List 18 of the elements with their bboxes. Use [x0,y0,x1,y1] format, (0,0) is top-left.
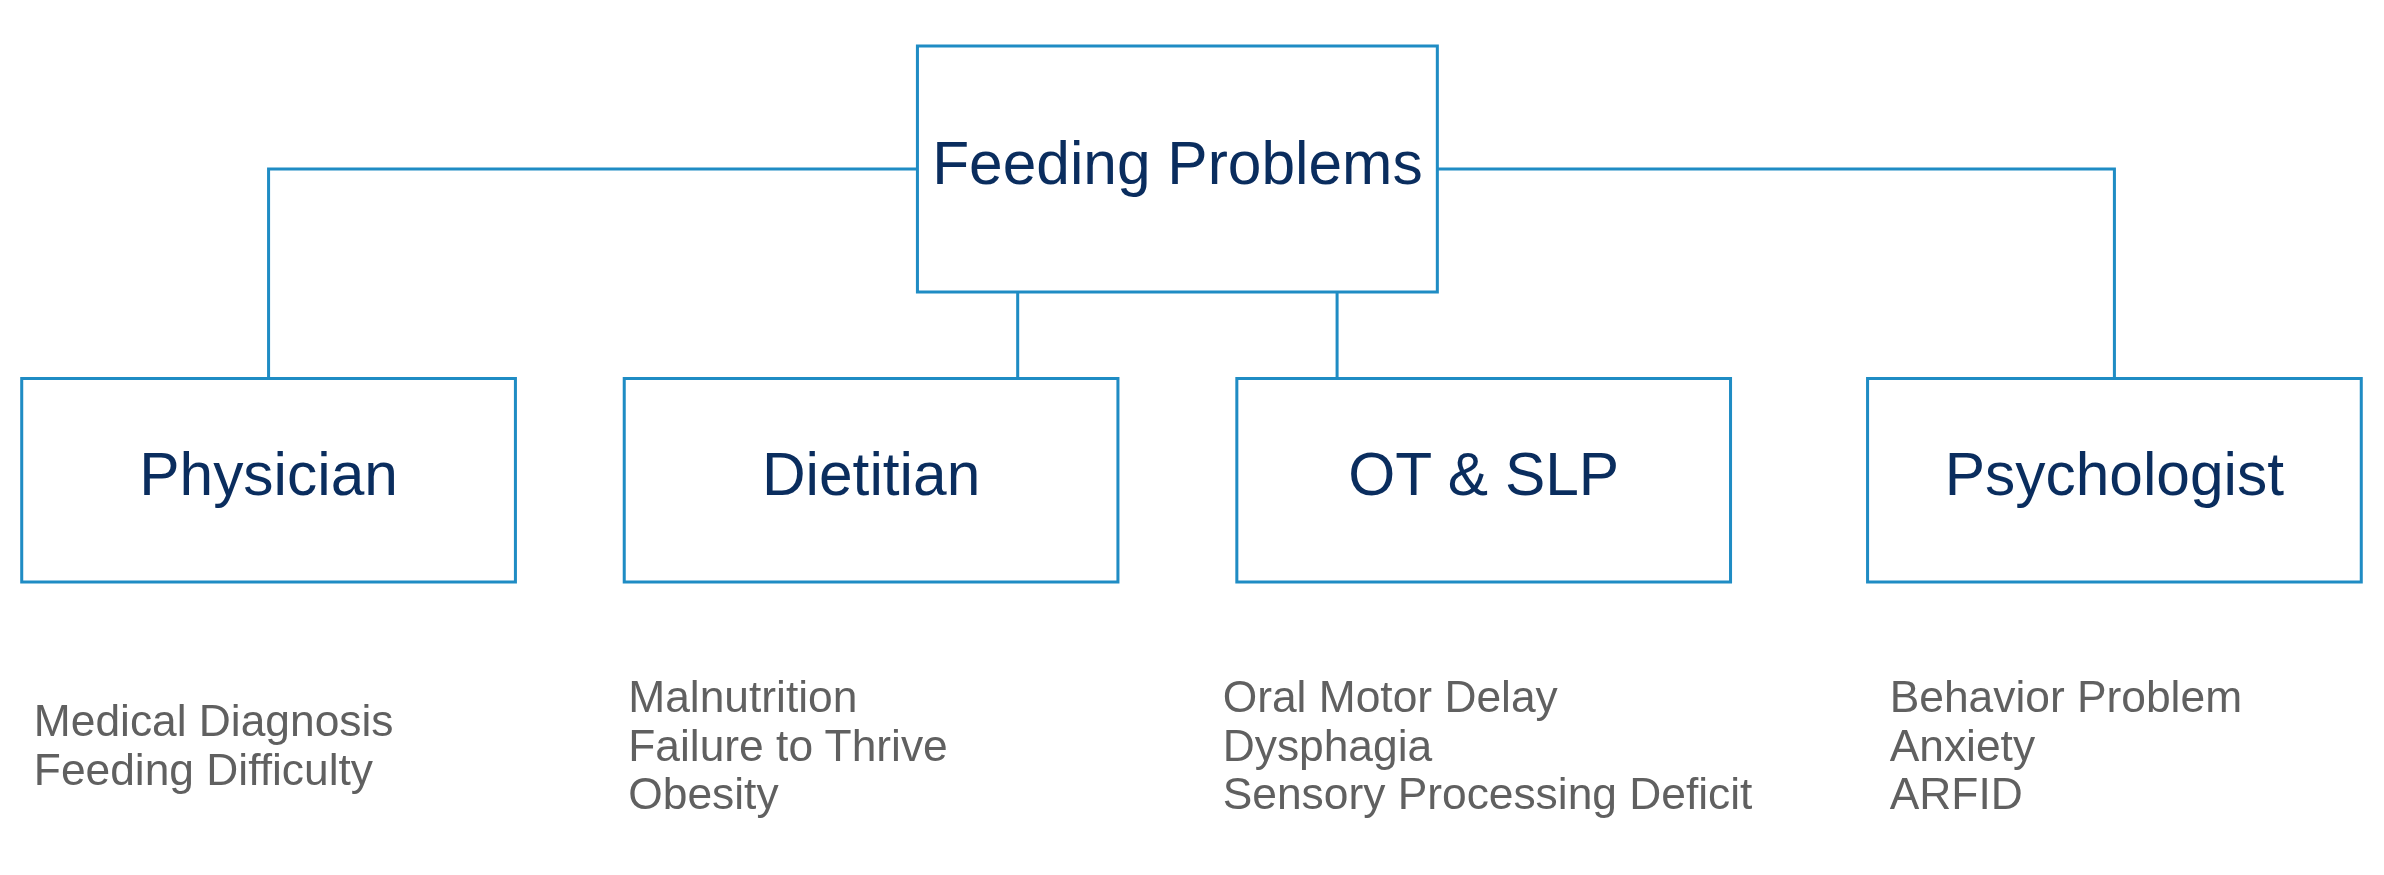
connector [1015,291,1019,378]
connector [1335,291,1339,378]
node-label: Obesity [627,768,779,818]
connector [266,166,917,378]
node-label: Feeding Difficulty [33,744,373,794]
node-box: Psychologist [1865,376,2363,584]
node-label: Medical Diagnosis [33,695,394,745]
node-label: Malnutrition [627,671,857,721]
node-label: Failure to Thrive [627,720,948,770]
node-label: Oral Motor Delay [1222,671,1558,721]
node-box: OT & SLP [1234,376,1732,584]
node-box: Physician [19,376,517,584]
node-label: Behavior Problem [1889,671,2242,721]
node-label: Dysphagia [1222,720,1432,770]
connector [1437,166,2116,378]
node-label: Anxiety [1889,720,2035,770]
node-box: Dietitian [622,376,1119,584]
node-box: Feeding Problems [915,44,1439,293]
